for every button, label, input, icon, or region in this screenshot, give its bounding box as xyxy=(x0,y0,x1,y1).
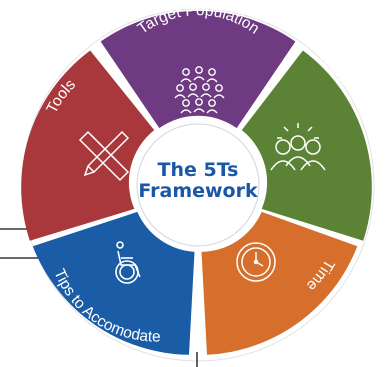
segment-target-population-wedge xyxy=(100,10,296,129)
center-circle xyxy=(136,123,260,247)
people-group-icon xyxy=(174,66,225,114)
segment-tools-wedge xyxy=(21,50,155,241)
ruler-pencil-icon xyxy=(78,130,130,182)
segment-tools: Tools xyxy=(21,50,155,241)
team-idea-icon xyxy=(270,123,326,171)
wheelchair-icon xyxy=(115,241,141,284)
segment-tips-wedge xyxy=(32,211,195,355)
segment-time: Time xyxy=(201,211,358,355)
center-title-line2: Framework xyxy=(138,180,258,202)
clock-icon xyxy=(236,242,276,282)
center-title-line1: The 5Ts xyxy=(158,159,239,181)
segment-time-wedge xyxy=(201,211,358,355)
